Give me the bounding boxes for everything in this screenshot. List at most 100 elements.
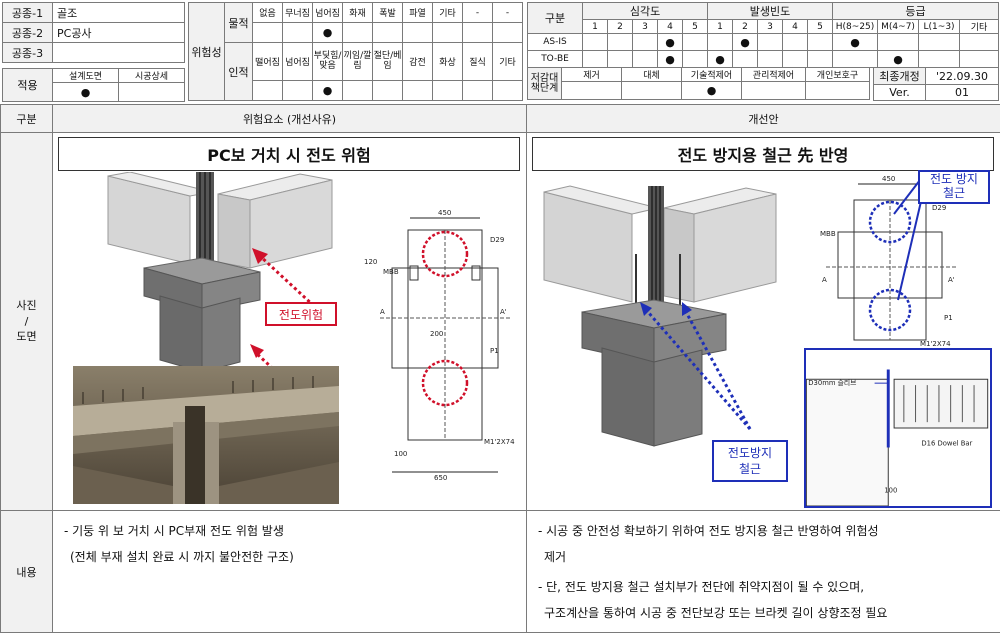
right-content-line-2: 제거 <box>544 550 567 564</box>
hazard-human-item: 부딪힘/맞음 <box>312 42 343 81</box>
asis-severity-mark <box>657 33 683 51</box>
severity-level: 4 <box>657 19 683 34</box>
revision-table: 최종개정'22.09.30 Ver.01 <box>873 67 999 101</box>
right-label-m1: M1'2X74 <box>920 340 951 348</box>
right-callout-bottom-line2: 철근 <box>738 462 762 476</box>
work-type-2-label: 공종-2 <box>2 22 53 43</box>
left-label-d29: D29 <box>490 236 504 244</box>
hazard-physical-mark <box>282 22 313 43</box>
right-plan-drawing: 450 MBB D29 A A' P1 M1'2X74 <box>820 175 958 348</box>
asis-grade-mark <box>832 33 879 51</box>
left-dim-120: 120 <box>364 258 377 266</box>
right-content-line-1: - 시공 중 안전성 확보하기 위하여 전도 방지용 철근 반영하여 위험성 <box>538 524 879 538</box>
photo-row-label-3: 도면 <box>16 330 37 344</box>
content-row-label: 내용 <box>0 510 53 633</box>
hazard-human-item: 절단/베임 <box>372 42 403 81</box>
severity-level: 2 <box>607 19 633 34</box>
hazard-human-mark <box>342 80 373 101</box>
severity-level: 5 <box>681 19 709 34</box>
right-label-p1: P1 <box>944 314 953 322</box>
work-type-1-value: 골조 <box>52 2 185 23</box>
right-section-detail: D30mm 슬리브 D16 Dowel Bar 100 <box>804 348 992 508</box>
version-label: Ver. <box>873 84 926 101</box>
left-label-m1: M1'2X74 <box>484 438 515 446</box>
frequency-level: 2 <box>732 19 759 34</box>
left-label-p1: P1 <box>490 347 499 355</box>
left-dim-top: 450 <box>438 209 451 217</box>
hazard-physical-item: 폭발 <box>372 2 403 23</box>
work-type-3-label: 공종-3 <box>2 42 53 63</box>
hazard-physical-label: 물적 <box>224 2 253 43</box>
hazard-physical-mark <box>312 22 343 43</box>
right-callout-top-line1: 전도 방지 <box>930 172 978 187</box>
asis-frequency-mark <box>732 33 759 51</box>
hazard-human-mark <box>402 80 433 101</box>
row-asis-label: AS-IS <box>527 33 583 51</box>
hazard-physical-item: - <box>462 2 493 23</box>
hazard-physical-mark <box>492 22 523 43</box>
apply-mark-design <box>52 82 119 102</box>
severity-label: 심각도 <box>581 2 709 20</box>
reduction-item: 제거 <box>561 67 622 82</box>
grade-level: L(1~3) <box>918 19 961 34</box>
right-content-line-3: - 단, 전도 방지용 철근 설치부가 전단에 취약지점이 될 수 있으며, <box>538 580 865 594</box>
right-title: 전도 방지용 철근 先 반영 <box>532 137 994 171</box>
left-label-mbb: MBB <box>383 268 399 276</box>
hazard-human-mark <box>372 80 403 101</box>
apply-col-construction: 시공상세 <box>118 68 185 83</box>
frequency-label: 발생빈도 <box>707 2 834 20</box>
grade-level: M(4~7) <box>877 19 920 34</box>
hazard-physical-mark <box>372 22 403 43</box>
hazard-label: 위험성 <box>188 2 225 101</box>
left-3d-illustration <box>107 172 333 382</box>
hazard-physical-item: 화재 <box>342 2 373 23</box>
hazard-physical-item: 넘어짐 <box>312 2 343 23</box>
hazard-human-item: 감전 <box>402 42 433 81</box>
right-3d-illustration <box>543 185 777 447</box>
reduction-mark <box>681 81 742 100</box>
left-content-line-1: - 기둥 위 보 거치 시 PC부재 전도 위험 발생 <box>64 524 284 538</box>
left-plan-drawing: 450 MBB D29 A A' P1 M1'2X74 200 100 650 … <box>364 209 515 482</box>
left-dim-200: 200 <box>430 330 443 338</box>
hazard-human-mark <box>462 80 493 101</box>
hazard-human-mark <box>252 80 283 101</box>
left-arrow <box>252 248 316 308</box>
photo-row-label-1: 사진 <box>16 299 37 313</box>
hazard-human-item: 질식 <box>462 42 493 81</box>
photo-row-label-2: / <box>24 314 29 328</box>
work-type-1-label: 공종-1 <box>2 2 53 23</box>
right-label-d16: D16 Dowel Bar <box>921 440 972 448</box>
hazard-physical-mark <box>252 22 283 43</box>
frequency-level: 4 <box>782 19 809 34</box>
main-section: 구분 위험요소 (개선사유) 개선안 사진 / 도면 내용 PC보 거치 시 전… <box>0 104 1000 634</box>
hazard-human-item: 떨어짐 <box>252 42 283 81</box>
hazard-physical-mark <box>462 22 493 43</box>
apply-mark-construction <box>118 82 185 102</box>
work-type-2-value: PC공사 <box>52 22 185 43</box>
reduction-label: 저감대책단계 <box>527 67 562 100</box>
apply-label: 적용 <box>2 68 53 102</box>
right-dim-d100: 100 <box>884 486 897 494</box>
hazard-physical-mark <box>432 22 463 43</box>
version-value: 01 <box>925 84 999 101</box>
right-callout-top-line2: 철근 <box>942 186 966 200</box>
revision-label: 최종개정 <box>873 67 926 85</box>
hazard-physical-item: 기타 <box>432 2 463 23</box>
frequency-level: 1 <box>707 19 734 34</box>
hazard-human-item: 화상 <box>432 42 463 81</box>
tobe-frequency-mark <box>707 50 734 68</box>
main-col-right: 개선안 <box>526 104 1000 133</box>
right-label-d29: D29 <box>932 204 946 212</box>
right-content-line-4: 구조계산을 통하여 시공 중 전단보강 또는 브라켓 길이 상향조정 필요 <box>544 606 888 620</box>
reduction-item: 개인보호구 <box>805 67 870 82</box>
revision-date: '22.09.30 <box>925 67 999 85</box>
hazard-human-mark <box>282 80 313 101</box>
hazard-human-mark <box>492 80 523 101</box>
photo-row-label: 사진 / 도면 <box>0 132 53 511</box>
apply-col-design: 설계도면 <box>52 68 119 83</box>
hazard-human-label: 인적 <box>224 42 253 101</box>
grade-level: 기타 <box>959 19 1000 34</box>
hazard-table: 위험성 물적 없음 무너짐 넘어짐 화재 폭발 파열 기타 - - 인적 떨어짐… <box>188 2 523 101</box>
